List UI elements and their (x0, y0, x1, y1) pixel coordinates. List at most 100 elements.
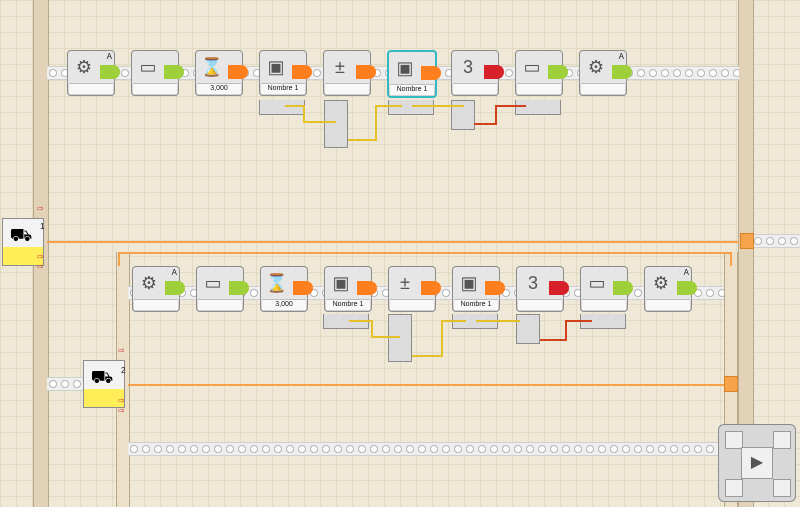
output-plug (485, 281, 505, 295)
output-plug (677, 281, 697, 295)
output-plug (357, 281, 377, 295)
switch-top-left (118, 252, 120, 266)
block-gear[interactable]: ⚙A (579, 50, 632, 96)
block-gear[interactable]: ⚙A (132, 266, 185, 312)
block-label (646, 299, 690, 310)
controller-top-right[interactable] (773, 431, 791, 449)
display-icon: ▭ (204, 273, 222, 293)
block-label (69, 83, 113, 94)
number-to-text-icon: 3 (462, 57, 473, 77)
variable-icon: ▣ (396, 58, 414, 78)
block-variable[interactable]: ▣Nombre 1 (452, 266, 505, 312)
switch-label-2: 2 (121, 366, 126, 375)
port-label: A (683, 268, 689, 277)
output-plug (229, 281, 249, 295)
plug-1a: ⇨ (37, 204, 44, 213)
block-display[interactable]: ▭ (515, 50, 568, 96)
switch-bottom (3, 247, 43, 265)
output-plug (484, 65, 504, 79)
block-display[interactable]: ▭ (131, 50, 184, 96)
math-hub-s1 (324, 100, 348, 148)
block-label: 3,000 (197, 83, 241, 94)
output-plug (293, 281, 313, 295)
output-plug (613, 281, 633, 295)
wait-icon: ⌛ (200, 57, 224, 77)
switch-icon: ⛟ (90, 367, 114, 387)
plug-2a: ⇨ (118, 346, 125, 355)
data-hub-s1-5 (515, 100, 561, 115)
math-icon: ± (400, 273, 410, 293)
block-variable[interactable]: ▣ Nombre 1 (259, 50, 312, 96)
switch-icon: ⛟ (9, 225, 33, 245)
block-display[interactable]: ▭ (580, 266, 633, 312)
block-gear[interactable]: ⚙A (67, 50, 120, 96)
text-hub-s2 (516, 314, 540, 344)
output-plug (356, 65, 376, 79)
switch-block-2[interactable]: ⛟ (83, 360, 125, 408)
output-plug (548, 65, 568, 79)
block-label (134, 299, 178, 310)
block-number-to-text[interactable]: 3 (516, 266, 569, 312)
switch-top-line (120, 252, 730, 254)
sequence-beam-left (47, 377, 83, 391)
switch-end-2 (724, 376, 738, 392)
block-label (582, 299, 626, 310)
block-label (390, 299, 434, 310)
data-hub-s1-3 (388, 100, 434, 115)
variable-icon: ▣ (460, 273, 478, 293)
block-label: Nombre 1 (326, 299, 370, 310)
gear-icon: ⚙ (75, 57, 93, 77)
block-display[interactable]: ▭ (196, 266, 249, 312)
sequence-beam-right (752, 234, 800, 248)
number-to-text-icon: 3 (527, 273, 538, 293)
block-wait[interactable]: ⌛ 3,000 (260, 266, 313, 312)
block-label: 3,000 (262, 299, 306, 310)
right-beam (738, 0, 754, 507)
variable-icon: ▣ (267, 57, 285, 77)
output-plug (421, 281, 441, 295)
controller-bottom-left[interactable] (725, 479, 743, 497)
gear-icon: ⚙ (652, 273, 670, 293)
output-plug (549, 281, 569, 295)
plug-2b: ⇨ (118, 396, 125, 405)
output-plug (292, 65, 312, 79)
switch-bottom (84, 389, 124, 407)
gear-icon: ⚙ (587, 57, 605, 77)
wait-icon: ⌛ (265, 273, 289, 293)
display-icon: ▭ (588, 273, 606, 293)
nxt-controller[interactable]: ▶ (718, 424, 796, 502)
block-label: Nombre 1 (261, 83, 305, 94)
variable-icon: ▣ (332, 273, 350, 293)
block-label (581, 83, 625, 94)
plug-1b: ⇨ (37, 252, 44, 261)
block-number-to-text[interactable]: 3 (451, 50, 504, 96)
play-icon: ▶ (750, 454, 764, 471)
output-plug (612, 65, 632, 79)
switch-block-1[interactable]: ⛟ (2, 218, 44, 266)
controller-top-left[interactable] (725, 431, 743, 449)
controller-center[interactable]: ▶ (741, 447, 773, 479)
plug-1c: ⇨ (37, 262, 44, 271)
switch-end-1 (740, 233, 754, 249)
block-math[interactable]: ± (388, 266, 441, 312)
block-gear[interactable]: ⚙A (644, 266, 697, 312)
block-label (325, 83, 369, 94)
block-label (453, 83, 497, 94)
block-label (198, 299, 242, 310)
block-variable[interactable]: ▣Nombre 1 (387, 50, 441, 98)
block-wait[interactable]: ⌛ 3,000 (195, 50, 248, 96)
output-plug (228, 65, 248, 79)
switch-label-1: 1 (40, 222, 45, 231)
plug-2c: ⇨ (118, 406, 125, 415)
block-math[interactable]: ± (323, 50, 376, 96)
output-plug (164, 65, 184, 79)
controller-bottom-right[interactable] (773, 479, 791, 497)
math-icon: ± (335, 57, 345, 77)
port-label: A (171, 268, 177, 277)
port-label: A (618, 52, 624, 61)
switch-line-2 (128, 384, 724, 386)
block-variable[interactable]: ▣ Nombre 1 (324, 266, 377, 312)
block-label (518, 299, 562, 310)
gear-icon: ⚙ (140, 273, 158, 293)
